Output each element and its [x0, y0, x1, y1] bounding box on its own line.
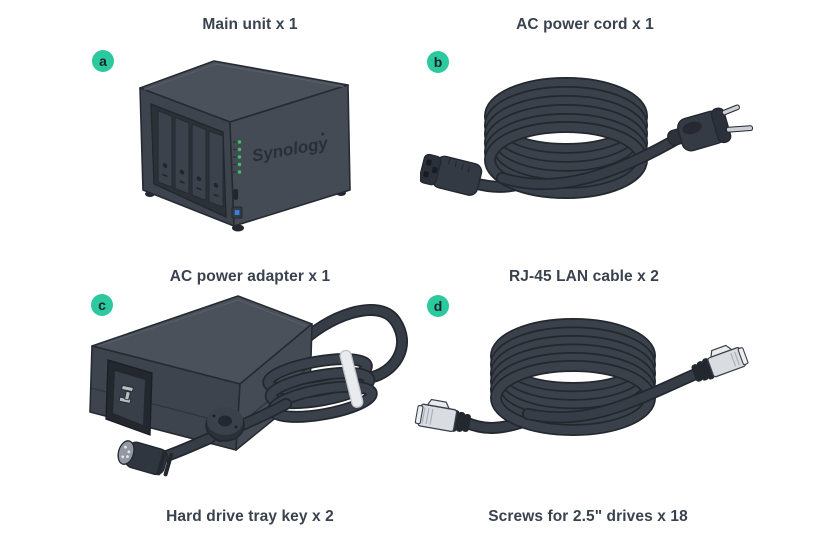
c13-connector — [420, 153, 483, 196]
nema-plug — [667, 104, 753, 152]
badge-a: a — [92, 50, 114, 72]
badge-c: c — [91, 294, 113, 316]
item-title-power-adapter: AC power adapter x 1 — [169, 268, 331, 285]
rj45-connector-left — [414, 398, 471, 433]
ferrite-bead — [205, 407, 245, 442]
cable-clip — [339, 349, 364, 408]
badge-b: b — [427, 51, 449, 73]
item-title-screws: Screws for 2.5" drives x 18 — [488, 508, 688, 525]
ac-power-adapter-illustration — [89, 295, 408, 477]
drive-trays — [157, 110, 224, 208]
cord-coil — [484, 77, 648, 199]
top-edge-highlight — [143, 63, 345, 91]
top-edge-highlight — [97, 299, 307, 347]
status-led-indicators — [233, 140, 242, 174]
power-inlet — [105, 359, 153, 436]
cord-right-tail — [496, 130, 688, 191]
ac-power-cord-illustration — [420, 77, 753, 199]
item-title-power-cord: AC power cord x 1 — [516, 16, 654, 33]
item-title-lan-cable: RJ-45 LAN cable x 2 — [508, 268, 660, 285]
rj45-lan-cable-illustration — [414, 318, 749, 436]
item-title-tray-key: Hard drive tray key x 2 — [166, 508, 334, 525]
din-power-connector — [117, 440, 174, 477]
usb-port — [233, 189, 239, 200]
nas-body — [139, 60, 351, 227]
rj45-connector-right — [691, 344, 749, 382]
item-title-main-unit: Main unit x 1 — [202, 16, 298, 33]
lan-right-tail — [522, 364, 711, 424]
power-button — [231, 206, 243, 219]
badge-d: d — [427, 295, 449, 317]
lan-coil — [490, 318, 656, 436]
main-unit-illustration: Synology — [139, 60, 351, 232]
adapter-cable-bundle — [262, 353, 378, 423]
